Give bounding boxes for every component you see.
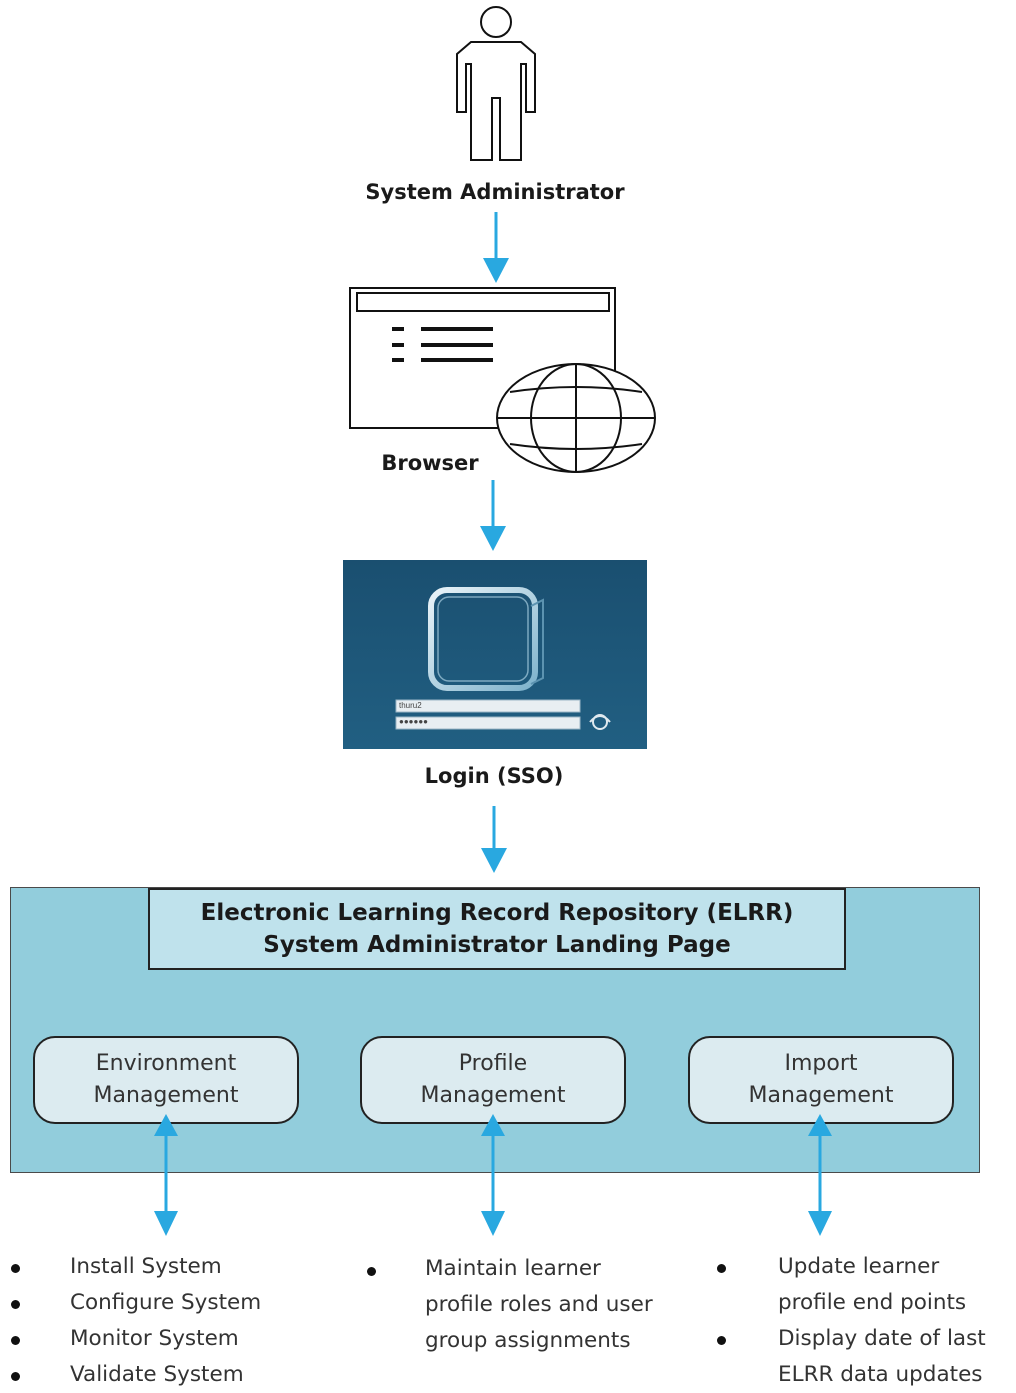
arrow-environment-tasks: [154, 1114, 178, 1236]
bullet-icon: [717, 1264, 726, 1273]
arrow-admin-to-browser: [483, 212, 509, 283]
bullet-icon: [11, 1336, 20, 1345]
task-item: Install System: [70, 1254, 222, 1279]
task-item-line: group assignments: [425, 1328, 631, 1353]
task-item-line: profile roles and user: [425, 1292, 653, 1317]
browser-label: Browser: [381, 451, 479, 475]
task-item: Validate System: [70, 1362, 244, 1387]
module-label-line-1: Environment: [95, 1051, 237, 1076]
module-label-line-2: Management: [748, 1083, 894, 1108]
landing-title-line-2: System Administrator Landing Page: [263, 932, 731, 958]
arrow-login-to-landing: [481, 806, 507, 873]
import-management-module[interactable]: Import Management: [688, 1036, 954, 1124]
module-label-line-1: Profile: [458, 1051, 528, 1076]
task-item-line: Maintain learner: [425, 1256, 601, 1281]
task-item-line: Update learner: [778, 1254, 940, 1279]
bullet-icon: [11, 1372, 20, 1381]
bullet-icon: [11, 1264, 20, 1273]
module-label-line-2: Management: [93, 1083, 239, 1108]
task-item: Configure System: [70, 1290, 262, 1315]
environment-task-list: Install System Configure System Monitor …: [0, 1249, 340, 1393]
landing-title-line-1: Electronic Learning Record Repository (E…: [200, 900, 794, 926]
arrow-browser-to-login: [480, 480, 506, 551]
task-item-line: Display date of last: [778, 1326, 986, 1351]
profile-management-module[interactable]: Profile Management: [360, 1036, 626, 1124]
task-item-line: profile end points: [778, 1290, 967, 1315]
monitor-icon: [343, 560, 647, 749]
person-icon: [456, 6, 536, 161]
login-screen-image: thuru2 ●●●●●●: [343, 560, 647, 749]
bullet-icon: [367, 1267, 376, 1276]
arrow-profile-tasks: [481, 1114, 505, 1236]
globe-icon: [496, 363, 656, 473]
module-label-line-1: Import: [784, 1051, 858, 1076]
import-task-list: Update learner profile end points Displa…: [705, 1249, 1016, 1393]
login-sso-label: Login (SSO): [424, 764, 564, 788]
environment-management-module[interactable]: Environment Management: [33, 1036, 299, 1124]
system-administrator-label: System Administrator: [365, 180, 625, 204]
arrow-import-tasks: [808, 1114, 832, 1236]
login-username-field[interactable]: thuru2: [399, 701, 422, 710]
bullet-icon: [717, 1336, 726, 1345]
task-item-line: ELRR data updates: [778, 1362, 983, 1387]
task-item: Monitor System: [70, 1326, 239, 1351]
bullet-icon: [11, 1300, 20, 1309]
profile-task-list: Maintain learner profile roles and user …: [355, 1249, 695, 1369]
module-label-line-2: Management: [420, 1083, 566, 1108]
landing-page-title: Electronic Learning Record Repository (E…: [148, 888, 846, 970]
login-password-field[interactable]: ●●●●●●: [399, 717, 428, 726]
